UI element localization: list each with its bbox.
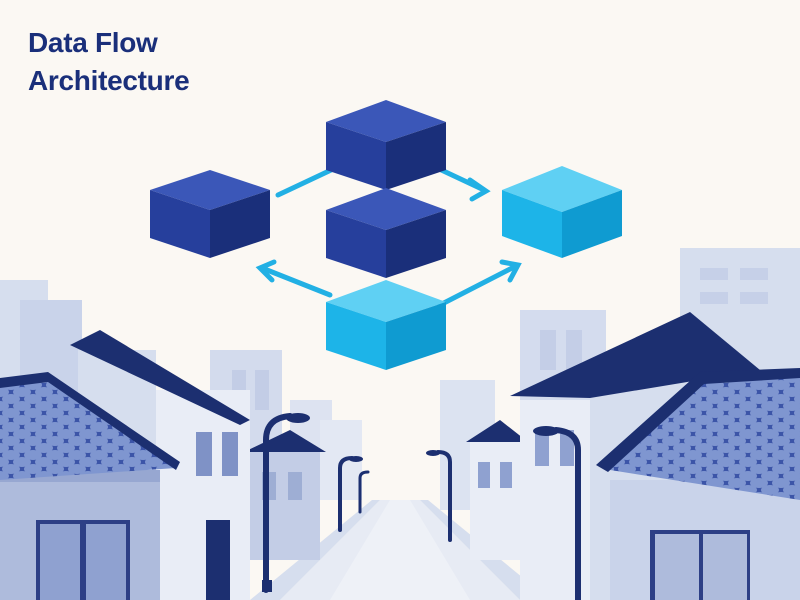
data-flow-diagram (150, 100, 622, 370)
title-line-2: Architecture (28, 65, 190, 96)
page-title: Data Flow Architecture (28, 24, 190, 100)
cyan-block (502, 166, 622, 258)
navy-block (150, 170, 270, 258)
right-houses (466, 312, 800, 600)
navy-block (326, 188, 446, 278)
street-lamps (262, 413, 581, 600)
navy-block (326, 100, 446, 190)
title-line-1: Data Flow (28, 27, 158, 58)
cyan-block (326, 280, 446, 370)
flow-arrow (255, 259, 333, 298)
flow-arrow (437, 259, 522, 308)
left-houses (0, 330, 326, 600)
